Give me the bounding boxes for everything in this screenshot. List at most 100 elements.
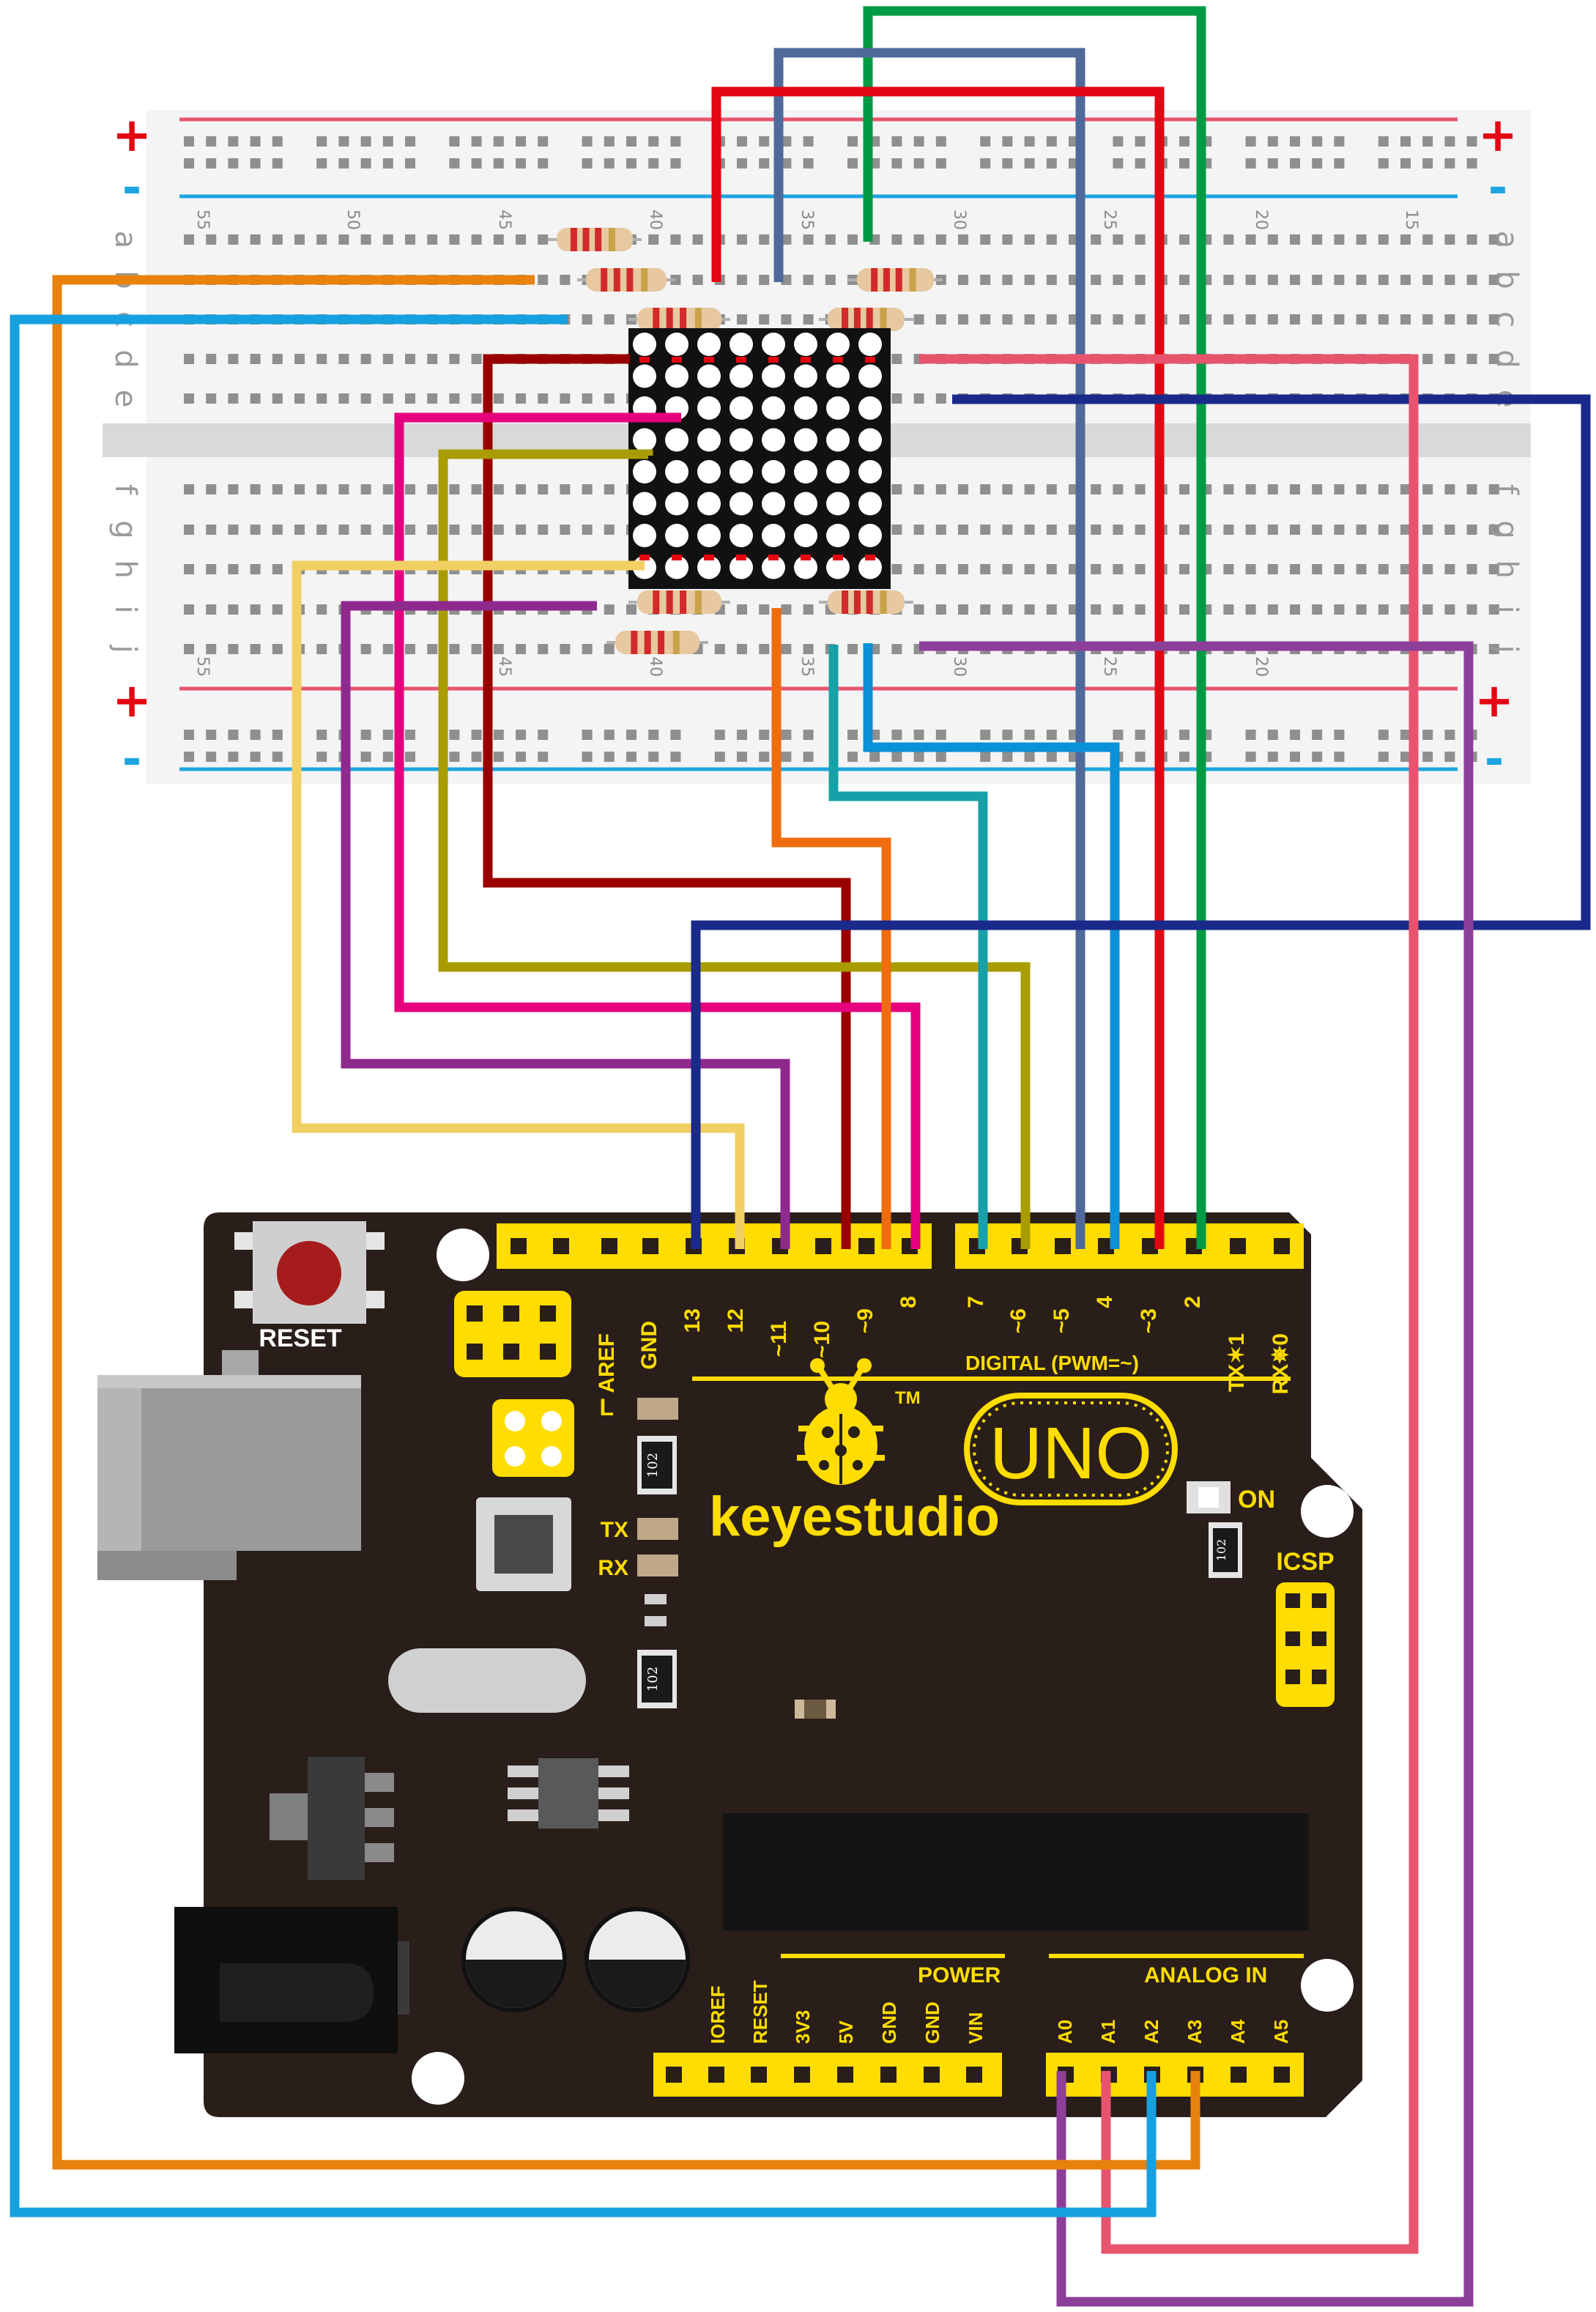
terminal-hole bbox=[1488, 525, 1499, 535]
header-hole bbox=[708, 2067, 724, 2083]
header-hole bbox=[1285, 1593, 1300, 1608]
rail-hole bbox=[1378, 136, 1389, 147]
rail-hole bbox=[1046, 730, 1057, 740]
matrix-pin-mark bbox=[833, 357, 843, 363]
rail-hole bbox=[1179, 136, 1189, 147]
terminal-hole bbox=[1091, 275, 1102, 285]
terminal-hole bbox=[759, 314, 770, 325]
rail-hole bbox=[471, 730, 482, 740]
terminal-hole bbox=[891, 354, 902, 364]
rail-hole bbox=[1245, 158, 1256, 168]
terminal-hole bbox=[516, 484, 526, 494]
rail-hole bbox=[272, 136, 283, 147]
resistors bbox=[548, 228, 943, 654]
terminal-hole bbox=[316, 234, 327, 245]
rail-hole bbox=[1444, 730, 1455, 740]
terminal-hole bbox=[1223, 484, 1234, 494]
rail-hole bbox=[781, 730, 792, 740]
terminal-hole bbox=[781, 644, 792, 654]
rail-hole bbox=[338, 158, 349, 168]
terminal-hole bbox=[1113, 275, 1124, 285]
terminal-hole bbox=[604, 525, 615, 535]
terminal-hole bbox=[493, 525, 504, 535]
terminal-hole bbox=[737, 604, 747, 615]
rail-hole bbox=[1378, 752, 1389, 762]
digital-pin-label: 8 bbox=[897, 1296, 921, 1308]
terminal-hole bbox=[913, 393, 924, 404]
terminal-hole bbox=[272, 644, 283, 654]
terminal-hole bbox=[560, 393, 571, 404]
terminal-hole bbox=[803, 234, 814, 245]
terminal-hole bbox=[560, 484, 571, 494]
rail-hole bbox=[316, 752, 327, 762]
terminal-hole bbox=[272, 525, 283, 535]
rail-hole bbox=[891, 158, 902, 168]
terminal-hole bbox=[493, 644, 504, 654]
resistor bbox=[637, 590, 721, 614]
terminal-hole bbox=[405, 484, 415, 494]
rail-hole bbox=[1400, 136, 1411, 147]
led-dot bbox=[826, 524, 850, 547]
rail-hole bbox=[582, 730, 593, 740]
terminal-hole bbox=[1466, 564, 1477, 574]
row-letter: i bbox=[108, 605, 142, 613]
column-number: 20 bbox=[1252, 656, 1270, 677]
terminal-hole bbox=[1091, 604, 1102, 615]
terminal-hole bbox=[1290, 564, 1300, 574]
smd-resistor-3-code: 102 bbox=[1214, 1539, 1228, 1562]
terminal-hole bbox=[427, 234, 438, 245]
led-dot bbox=[858, 428, 882, 452]
terminal-hole bbox=[648, 234, 659, 245]
rail-hole bbox=[405, 752, 415, 762]
top-left-plus-sign: + bbox=[112, 108, 152, 163]
terminal-hole bbox=[206, 234, 217, 245]
rail-hole bbox=[626, 158, 636, 168]
terminal-hole bbox=[1024, 275, 1035, 285]
ic-pin bbox=[598, 1766, 629, 1777]
reset-button[interactable] bbox=[277, 1241, 341, 1305]
analog-header bbox=[1046, 2053, 1304, 2097]
ic-pin bbox=[508, 1787, 538, 1799]
terminal-hole bbox=[1378, 525, 1389, 535]
smd-resistor-2-code: 102 bbox=[645, 1667, 661, 1692]
terminal-hole bbox=[1422, 275, 1433, 285]
terminal-hole bbox=[206, 604, 217, 615]
mounting-hole-bottom-right bbox=[1301, 1959, 1354, 2012]
led-dot bbox=[762, 460, 785, 483]
terminal-hole bbox=[1091, 314, 1102, 325]
resistor-band bbox=[644, 631, 651, 654]
terminal-hole bbox=[1356, 275, 1367, 285]
rail-hole bbox=[228, 730, 239, 740]
rail-hole bbox=[803, 730, 814, 740]
terminal-hole bbox=[1466, 314, 1477, 325]
terminal-hole bbox=[1223, 314, 1234, 325]
terminal-hole bbox=[935, 484, 946, 494]
terminal-hole bbox=[958, 275, 968, 285]
rail-hole bbox=[1113, 136, 1124, 147]
resistor-band bbox=[866, 590, 873, 614]
terminal-hole bbox=[1245, 484, 1256, 494]
rail-hole bbox=[803, 136, 814, 147]
terminal-hole bbox=[405, 234, 415, 245]
led-rx-label: RX bbox=[598, 1556, 628, 1580]
terminal-hole bbox=[1422, 354, 1433, 364]
rail-hole bbox=[737, 158, 747, 168]
terminal-hole bbox=[1113, 525, 1124, 535]
resistor-band bbox=[641, 268, 648, 292]
header-hole bbox=[751, 2067, 767, 2083]
rail-hole bbox=[737, 136, 747, 147]
wire-green bbox=[863, 6, 1206, 1249]
header-hole bbox=[1274, 1238, 1290, 1254]
rail-hole bbox=[184, 730, 194, 740]
terminal-hole bbox=[1091, 564, 1102, 574]
terminal-hole bbox=[1113, 234, 1124, 245]
rail-hole bbox=[1466, 158, 1477, 168]
terminal-hole bbox=[1091, 525, 1102, 535]
terminal-hole bbox=[935, 525, 946, 535]
terminal-hole bbox=[1400, 564, 1411, 574]
terminal-hole bbox=[1002, 234, 1013, 245]
led-dot bbox=[697, 555, 721, 579]
terminal-hole bbox=[1024, 604, 1035, 615]
